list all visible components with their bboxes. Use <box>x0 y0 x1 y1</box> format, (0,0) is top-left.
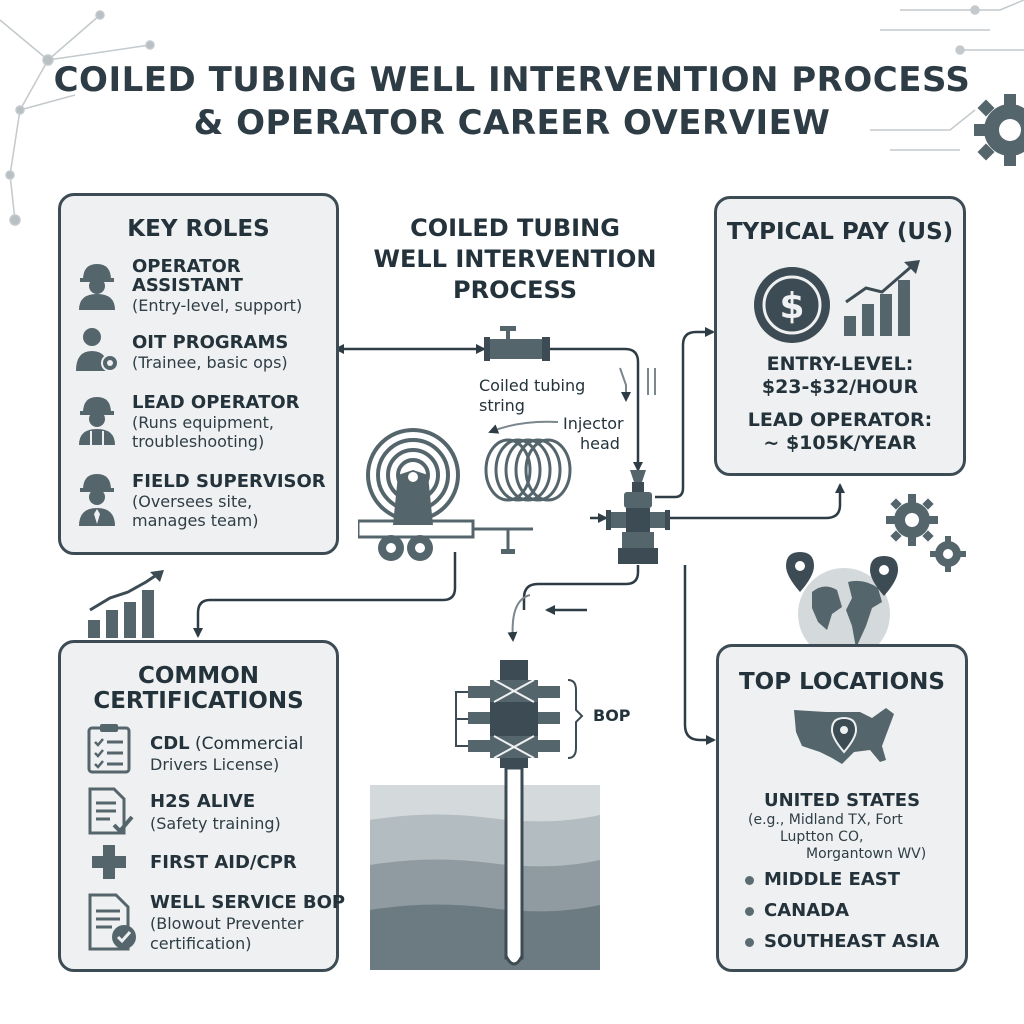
process-heading-line-3: PROCESS <box>453 276 577 304</box>
location-bullet <box>745 876 754 885</box>
medical-cross-icon <box>92 845 126 879</box>
cert-2-label: H2S ALIVE <box>150 791 256 812</box>
cert-4-description-line-2: certification) <box>150 934 252 953</box>
globe-location-pins-icon <box>786 552 898 660</box>
page-title-line-1: COILED TUBING WELL INTERVENTION PROCESS <box>53 60 971 100</box>
key-roles-heading: KEY ROLES <box>127 216 270 242</box>
injector-head-label-line-1: Injector <box>563 414 624 433</box>
role-3-description-line-2: troubleshooting) <box>132 432 265 451</box>
rising-bar-chart-icon <box>844 260 920 336</box>
cert-3-label: FIRST AID/CPR <box>150 852 297 873</box>
primary-location-detail-line-1: (e.g., Midland TX, Fort <box>748 812 903 828</box>
role-4-description-line-2: manages team) <box>132 511 259 530</box>
cert-1-name: CDL <box>150 733 190 754</box>
role-2-label: OIT PROGRAMS <box>132 332 289 353</box>
role-3-label: LEAD OPERATOR <box>132 392 300 413</box>
certifications-heading-line-2: CERTIFICATIONS <box>93 688 304 714</box>
key-roles-panel: KEY ROLES <box>58 193 339 555</box>
process-heading-line-1: COILED TUBING <box>410 214 620 242</box>
role-1-label-line-2: ASSISTANT <box>132 275 243 296</box>
top-locations-heading: TOP LOCATIONS <box>738 669 945 695</box>
primary-location: UNITED STATES <box>763 790 921 811</box>
hardhat-worker-icon <box>79 264 115 310</box>
cert-1-label: CDL (Commercial <box>150 733 303 755</box>
location-southeast-asia: SOUTHEAST ASIA <box>764 931 940 952</box>
process-heading-line-2: WELL INTERVENTION <box>373 245 657 273</box>
gears-icon <box>886 494 966 572</box>
location-bullet <box>745 938 754 947</box>
hardhat-tie-supervisor-icon <box>79 474 115 526</box>
role-4-label: FIELD SUPERVISOR <box>132 471 326 492</box>
gear-icon <box>974 94 1024 166</box>
clipboard-checklist-icon <box>87 724 131 774</box>
role-4-description-line-1: (Oversees site, <box>132 492 253 511</box>
coiled-tubing-label-line-2: string <box>479 396 525 415</box>
cert-4-label: WELL SERVICE BOP <box>150 892 346 913</box>
coiled-tubing-label-line-1: Coiled tubing <box>479 376 586 395</box>
checked-document-icon <box>88 787 134 835</box>
cert-1-description: Drivers License) <box>150 755 280 774</box>
page-title-line-2: & OPERATOR CAREER OVERVIEW <box>193 103 831 143</box>
rising-bar-chart-icon <box>88 570 164 638</box>
svg-text:$: $ <box>779 286 804 327</box>
typical-pay-panel: TYPICAL PAY (US) <box>714 196 966 476</box>
lead-operator-pay-value: ~ $105K/YEAR <box>763 432 917 454</box>
certifications-panel: COMMON CERTIFICATIONS <box>58 640 339 972</box>
top-locations-panel: TOP LOCATIONS <box>716 644 968 972</box>
injector-head-wellhead-icon <box>606 470 670 564</box>
role-2-description: (Trainee, basic ops) <box>132 353 288 372</box>
cert-2-description: (Safety training) <box>150 814 281 833</box>
person-gear-icon <box>76 328 119 372</box>
primary-location-detail-line-2: Luptton CO, <box>780 829 864 845</box>
role-3-description-line-1: (Runs equipment, <box>132 413 275 432</box>
entry-level-pay-label: ENTRY-LEVEL: <box>766 353 914 375</box>
usa-map-pin-icon <box>794 708 894 764</box>
hardhat-vest-worker-icon <box>79 397 115 445</box>
entry-level-pay-value: $23-$32/HOUR <box>761 376 919 398</box>
location-bullet <box>745 907 754 916</box>
role-1-label-line-1: OPERATOR <box>132 256 241 277</box>
cert-4-description-line-1: (Blowout Preventer <box>150 914 304 933</box>
lead-operator-pay-label: LEAD OPERATOR: <box>747 409 933 431</box>
location-middle-east: MIDDLE EAST <box>764 869 900 890</box>
coiled-tubing-reel-trailer-icon <box>358 428 572 561</box>
cert-1-inline-description: (Commercial <box>189 734 304 754</box>
injector-head-label-line-2: head <box>580 434 620 453</box>
bop-label: BOP <box>593 706 631 725</box>
role-1-description: (Entry-level, support) <box>132 296 303 315</box>
certifications-heading-line-1: COMMON <box>137 663 259 689</box>
typical-pay-heading: TYPICAL PAY (US) <box>726 219 954 245</box>
location-canada: CANADA <box>764 900 850 921</box>
primary-location-detail-line-3: Morgantown WV) <box>806 846 927 862</box>
bop-wellbore-icon <box>370 660 600 970</box>
valve-icon <box>484 326 550 361</box>
certificate-document-icon <box>88 893 136 951</box>
dollar-coin-icon: $ <box>754 267 830 343</box>
